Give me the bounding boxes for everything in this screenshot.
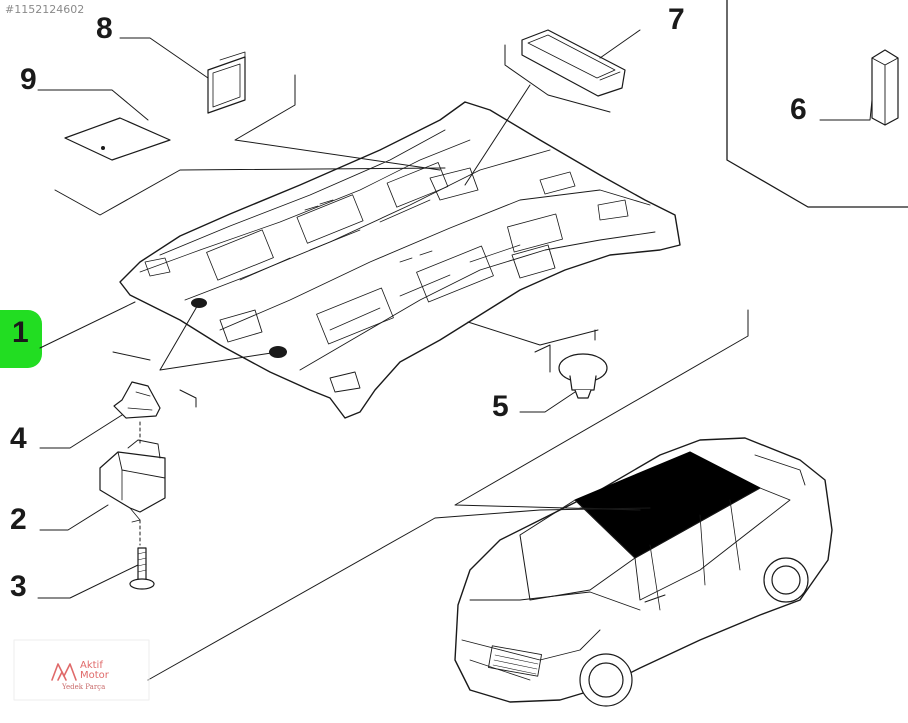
callout-5: 5	[492, 390, 509, 423]
car-illustration	[455, 438, 832, 706]
lamp-part-7	[522, 30, 625, 96]
clip-part-5	[559, 354, 607, 398]
am-logo-icon	[52, 664, 76, 680]
callout-7: 7	[668, 3, 685, 36]
block-part-6	[872, 50, 898, 125]
logo-name: Aktif Motor	[80, 660, 109, 681]
callout-2: 2	[10, 503, 27, 536]
reference-id: #1152124602	[5, 3, 85, 16]
part-6-frame	[727, 0, 908, 207]
pad-part-9	[65, 118, 170, 160]
callout-highlight	[0, 310, 42, 368]
logo-tagline: Yedek Parça	[62, 683, 106, 691]
bracket-part-4	[114, 382, 160, 418]
callout-8: 8	[96, 12, 113, 45]
leader-lines	[38, 30, 872, 680]
screw-part-3	[130, 548, 154, 589]
label-part-8	[208, 52, 245, 113]
logo-frame	[14, 640, 149, 700]
holder-part-2	[100, 440, 165, 522]
callout-6: 6	[790, 93, 807, 126]
callout-1: 1	[12, 316, 29, 349]
callout-3: 3	[10, 570, 27, 603]
callout-4: 4	[10, 422, 27, 455]
callout-9: 9	[20, 63, 37, 96]
